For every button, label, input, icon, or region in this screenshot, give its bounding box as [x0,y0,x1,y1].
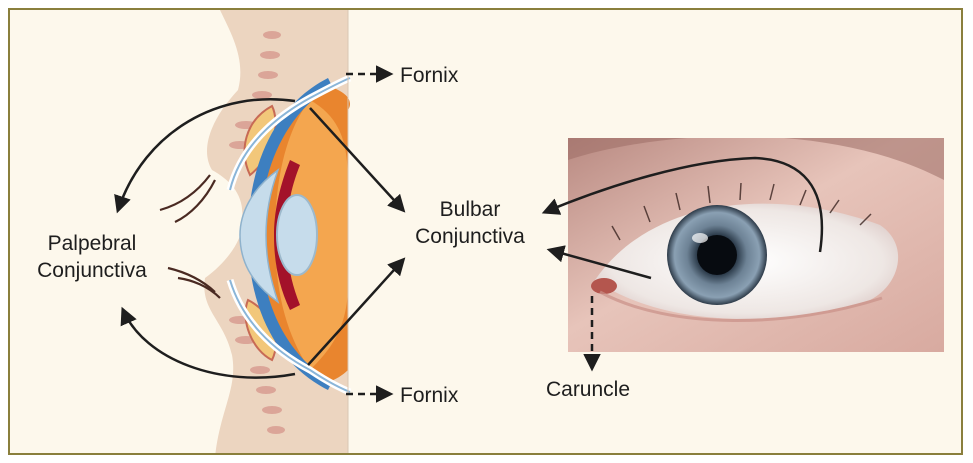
fornix-bottom-label: Fornix [400,384,459,407]
eye-photo [568,136,944,352]
fornix-top-label: Fornix [400,64,459,87]
palpebral-label-line1: Palpebral [48,232,137,255]
eye-cross-section [160,10,350,455]
bulbar-label-line1: Bulbar [440,198,501,221]
diagram-frame: Fornix Fornix Bulbar Conjunctiva Palpebr… [8,8,963,455]
conjunctiva-diagram: Fornix Fornix Bulbar Conjunctiva Palpebr… [10,10,963,455]
palpebral-label-line2: Conjunctiva [37,259,147,282]
caruncle-label: Caruncle [546,378,630,401]
bulbar-label-line2: Conjunctiva [415,225,525,248]
